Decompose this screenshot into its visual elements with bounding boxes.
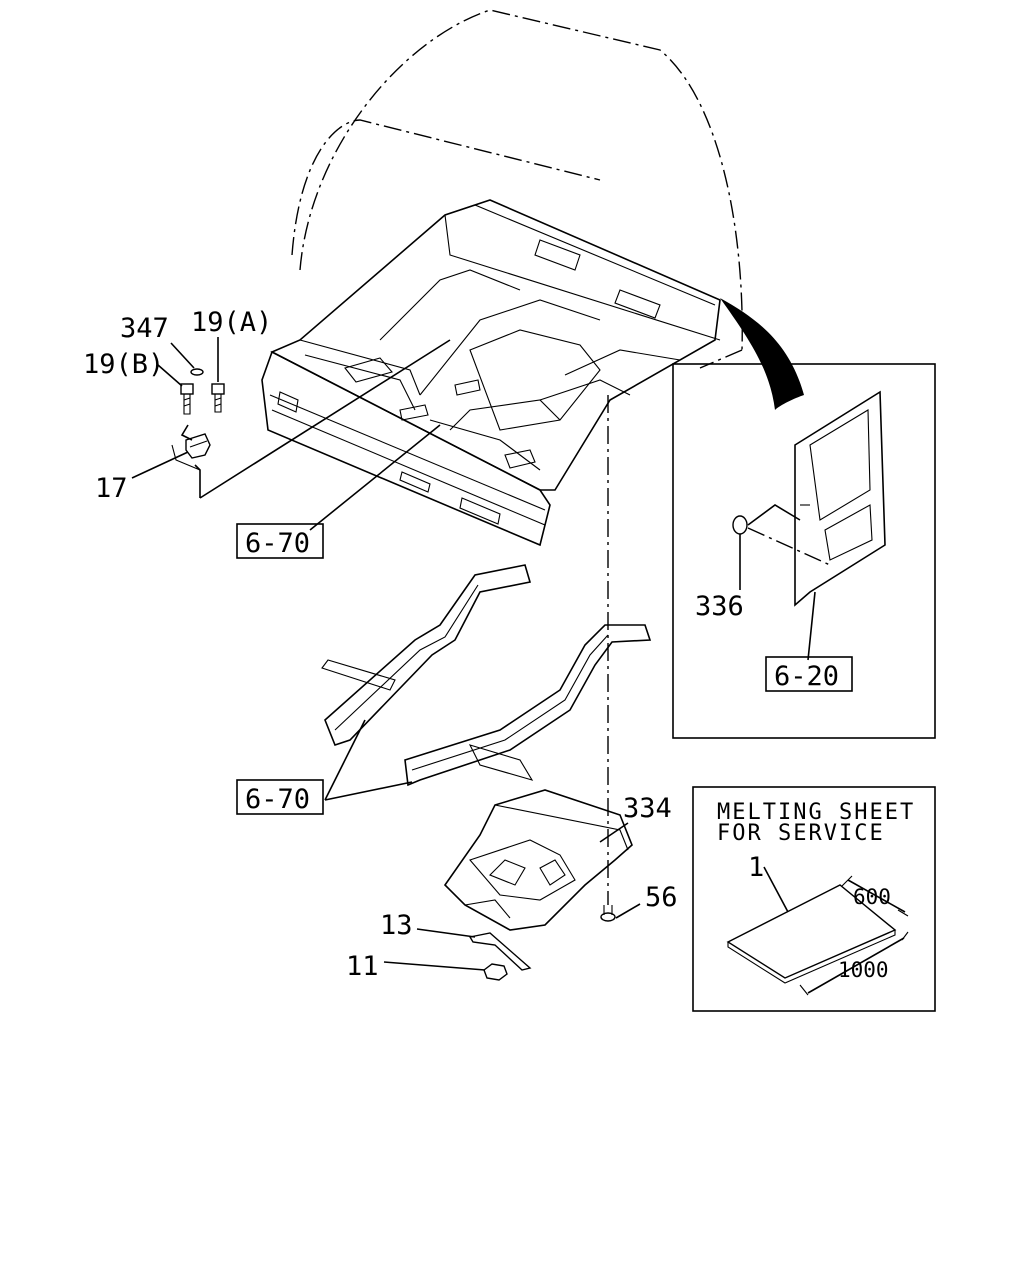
bolt-19b (180, 383, 194, 415)
callout-19a: 19(A) (191, 307, 272, 338)
bracket-17 (185, 433, 211, 459)
service-box (692, 786, 936, 1012)
callout-336: 336 (695, 591, 744, 622)
frame-rail-left (321, 564, 532, 746)
service-box-title-line2: FOR SERVICE (717, 821, 885, 846)
melting-sheet (726, 884, 897, 984)
callout-334: 334 (623, 793, 672, 824)
service-box-title-line1: MELTING SHEET (717, 800, 915, 825)
ref-box-6-20 (765, 656, 853, 692)
ref-box-6-70-bottom (236, 779, 324, 815)
callout-13: 13 (380, 910, 413, 941)
grommet-336 (732, 515, 748, 535)
callout-6-70-bottom: 6-70 (245, 784, 310, 815)
bracket-13 (468, 932, 532, 971)
ref-box-6-70-top (236, 523, 324, 559)
floor-panel (270, 199, 721, 491)
callout-347: 347 (120, 313, 169, 344)
cab-side-panel (794, 390, 886, 607)
clip-56 (600, 905, 616, 922)
dimension-length: 1000 (838, 958, 889, 982)
bolt-19a (211, 383, 225, 413)
callout-19b: 19(B) (83, 349, 164, 380)
callout-17: 17 (95, 473, 128, 504)
washer-347 (190, 368, 204, 376)
callout-6-70-top: 6-70 (245, 528, 310, 559)
service-part-number: 1 (748, 852, 764, 883)
callout-6-20: 6-20 (774, 661, 839, 692)
front-bumper (261, 350, 551, 547)
frame-rail-right (404, 624, 652, 787)
tunnel-cover-334 (443, 789, 633, 931)
nut-11 (483, 963, 508, 981)
callout-56: 56 (645, 882, 678, 913)
inset-arrow (720, 298, 804, 410)
dimension-width: 600 (853, 885, 891, 909)
inset-panel-box (672, 363, 936, 739)
cab-body-outline (291, 9, 743, 369)
callout-11: 11 (346, 951, 379, 982)
